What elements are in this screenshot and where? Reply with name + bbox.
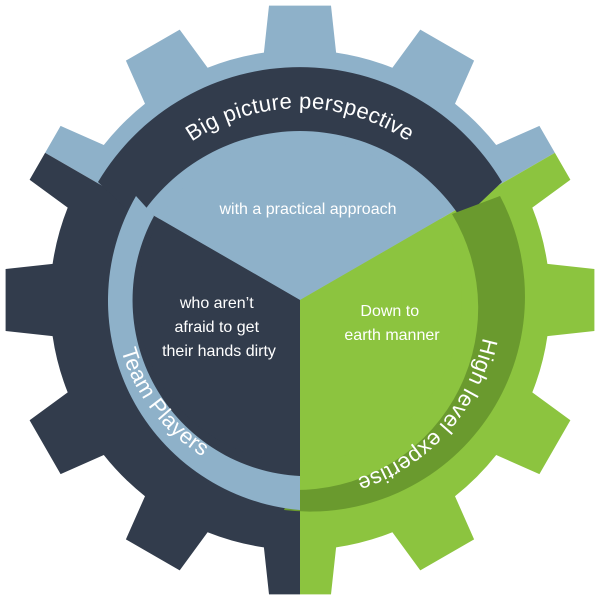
inner-text-right: Down to earth manner <box>344 303 440 344</box>
top-band <box>98 67 502 221</box>
inner-text-top: with a practical approach <box>219 201 397 218</box>
left-band <box>107 196 300 510</box>
inner-disk <box>138 138 462 462</box>
right-band <box>284 196 525 512</box>
inner-text-left: who aren’t afraid to get their hands dir… <box>162 295 276 360</box>
inner-sector-top <box>138 138 462 300</box>
